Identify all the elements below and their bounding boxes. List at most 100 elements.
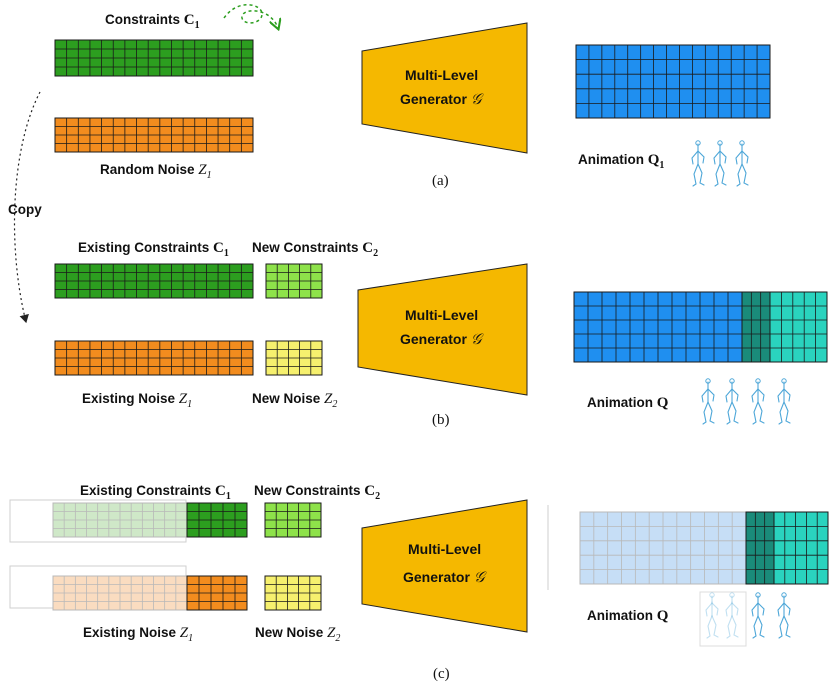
generator-c: [361, 499, 528, 633]
skeleton-figure-faded: [725, 592, 739, 639]
generator-line1-c: Multi-Level: [408, 541, 481, 557]
new-noise-label-c: New Noise Z2: [255, 625, 340, 644]
skeleton-bone: [777, 388, 785, 403]
skeleton-bone: [706, 615, 713, 639]
panel-a: Constraints C1 Random Noise Z1 Multi-Lev…: [54, 4, 771, 189]
existing-constraints-label-b: Existing Constraints C1: [78, 240, 229, 259]
panel-label-c: (c): [433, 666, 450, 682]
skeleton-bone: [777, 602, 785, 617]
generator-line2-b: Generator 𝒢: [400, 331, 484, 348]
skeleton-figure: [751, 378, 765, 425]
skeleton-bone: [714, 163, 721, 187]
skeleton-bone: [751, 602, 759, 617]
new-constraints-label-c: New Constraints C2: [254, 483, 380, 502]
existing-noise-label-b: Existing Noise Z1: [82, 391, 192, 410]
skeleton-bone: [705, 602, 713, 617]
skeleton-figure: [713, 140, 727, 187]
skeleton-bone: [752, 615, 759, 639]
skeleton-bone: [711, 615, 719, 638]
skeleton-bone: [741, 163, 749, 186]
skeleton-bone: [778, 401, 785, 425]
new-noise-grid-c: [264, 575, 322, 611]
skeleton-poses-a: [691, 140, 749, 187]
skeleton-figure: [777, 378, 791, 425]
skeleton-bone: [736, 163, 743, 187]
skeleton-bone: [731, 602, 739, 616]
skeleton-bone: [783, 388, 791, 402]
generator-line1-a: Multi-Level: [405, 67, 478, 83]
skeleton-bone: [697, 150, 705, 164]
skeleton-figure: [777, 592, 791, 639]
skeleton-bone: [701, 388, 709, 403]
faded-animation-grid-c: [579, 511, 747, 585]
animation-grid-b-new: [769, 291, 828, 363]
grid-block: [575, 44, 771, 119]
skeleton-bone: [783, 602, 791, 616]
animation-grid-a: [575, 44, 771, 119]
skeleton-bone: [697, 163, 705, 186]
skeleton-poses-b: [701, 378, 791, 425]
generator-line2-a: Generator 𝒢: [400, 91, 484, 108]
animation-label-c: Animation Q: [587, 608, 669, 624]
generator-line1-b: Multi-Level: [405, 307, 478, 323]
animation-grid-b: [573, 291, 743, 363]
skeleton-bone: [692, 163, 699, 187]
skeleton-head: [709, 592, 715, 598]
existing-constraints-label-c: Existing Constraints C1: [80, 483, 231, 502]
skeleton-bone: [691, 150, 699, 165]
skeleton-bone: [725, 388, 733, 403]
skeleton-bone: [713, 150, 721, 165]
skeleton-bone: [731, 615, 739, 638]
panel-label-b: (b): [432, 412, 450, 428]
skeleton-bone: [726, 615, 733, 639]
generator-b: [357, 263, 528, 396]
skeleton-bone: [757, 388, 765, 402]
skeleton-bone: [757, 615, 765, 638]
skeleton-bone: [757, 401, 765, 424]
new-constraints-label-b: New Constraints C2: [252, 240, 378, 259]
skeleton-bone: [731, 401, 739, 424]
animation-label-a: Animation Q1: [578, 152, 664, 171]
new-constraints-grid-c: [264, 502, 322, 538]
skeleton-bone: [752, 401, 759, 425]
generator-line2-c: Generator 𝒢: [403, 569, 487, 586]
constraints-label-a: Constraints C1: [105, 12, 200, 31]
skeleton-bone: [783, 401, 791, 424]
new-noise-grid-b: [265, 340, 323, 376]
skeleton-bone: [707, 401, 715, 424]
skeleton-figure: [751, 592, 765, 639]
existing-constraints-grid-b: [54, 263, 254, 299]
generator-a: [361, 22, 528, 154]
active-constraints-grid-c: [186, 502, 248, 538]
panel-c: Existing Constraints C1 New Constraints …: [9, 483, 829, 682]
active-noise-grid-c: [186, 575, 248, 611]
new-constraints-grid-b: [265, 263, 323, 299]
skeleton-bone: [702, 401, 709, 425]
skeleton-figure: [725, 378, 739, 425]
new-animation-grid-c: [773, 511, 829, 585]
existing-noise-grid-b: [54, 340, 254, 376]
skeleton-figure-faded: [705, 592, 719, 639]
panel-label-a: (a): [432, 173, 449, 189]
noise-grid-a: [54, 117, 254, 153]
noise-label-a: Random Noise Z1: [100, 162, 212, 181]
animation-grid-b-overlap: [741, 291, 771, 363]
grid-block: [773, 511, 829, 585]
skeleton-figure: [701, 378, 715, 425]
skeleton-bone: [741, 150, 749, 164]
grid-block: [769, 291, 828, 363]
faded-noise-grid-c: [52, 575, 188, 611]
skeleton-bone: [735, 150, 743, 165]
overlap-animation-grid-c: [745, 511, 775, 585]
skeleton-poses-c: [705, 592, 791, 639]
skeleton-bone: [757, 602, 765, 616]
constraints-grid-a: [54, 39, 254, 77]
existing-noise-label-c: Existing Noise Z1: [83, 625, 193, 644]
new-noise-label-b: New Noise Z2: [252, 391, 337, 410]
panel-b: Existing Constraints C1 New Constraints …: [54, 240, 828, 428]
animation-label-b: Animation Q: [587, 395, 669, 411]
resample-loop-arrow: [223, 4, 278, 28]
skeleton-bone: [783, 615, 791, 638]
faded-pose-frame: [699, 591, 747, 647]
